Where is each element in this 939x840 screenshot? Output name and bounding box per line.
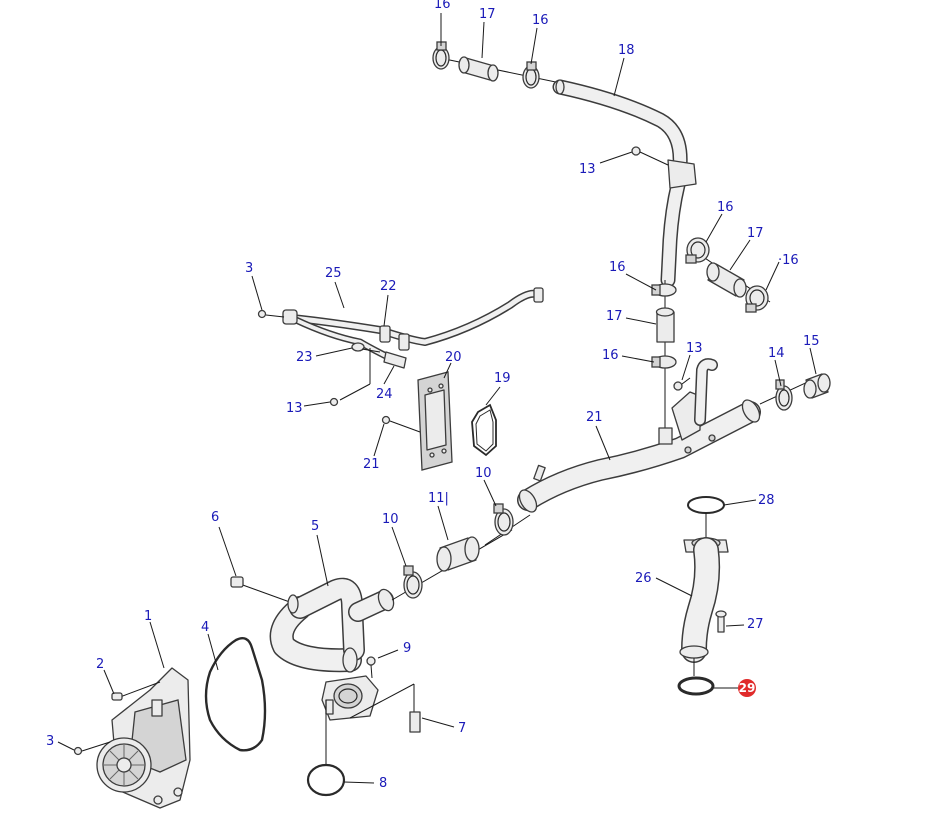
washer-23-part xyxy=(351,342,381,353)
callout-label[interactable]: 2 xyxy=(96,657,104,672)
callout-label[interactable]: 5 xyxy=(311,519,319,534)
callout-label[interactable]: 13 xyxy=(579,162,596,177)
callout-label[interactable]: 17 xyxy=(606,309,623,324)
callout-label[interactable]: 3 xyxy=(46,734,54,749)
hose-11 xyxy=(391,529,513,601)
callout-label[interactable]: 18 xyxy=(618,43,635,58)
callout-label[interactable]: 19 xyxy=(494,371,511,386)
callout-label[interactable]: 17 xyxy=(747,226,764,241)
hose-clamp-part xyxy=(403,565,423,599)
callout-label[interactable]: 22 xyxy=(380,279,397,294)
callout-label[interactable]: 1 xyxy=(144,609,152,624)
bolt-part xyxy=(715,610,727,633)
callout-label[interactable]: 28 xyxy=(758,493,775,508)
sleeve-15-part xyxy=(803,373,831,399)
right-hose-connector xyxy=(685,237,771,313)
pipe-26 xyxy=(679,496,729,676)
coolant-pipe-18 xyxy=(552,79,697,288)
callout-label[interactable]: 13 xyxy=(686,341,703,356)
highlighted-callout[interactable]: 29 xyxy=(738,679,756,697)
callout-label[interactable]: 24 xyxy=(376,387,393,402)
vertical-connector-stack xyxy=(651,280,677,435)
callout-label[interactable]: 27 xyxy=(747,617,764,632)
hose-sleeve-part xyxy=(706,262,747,298)
upper-hose-assembly xyxy=(432,41,697,288)
callout-labels: 16 17 16 18 13 16 17 ·16 16 17 16 13 14 … xyxy=(46,0,820,791)
callout-label[interactable]: 6 xyxy=(211,510,219,525)
hose-sleeve-part xyxy=(458,56,499,82)
cover-plate-20 xyxy=(417,371,453,471)
bolt-part xyxy=(366,656,376,679)
callout-label[interactable]: 21 xyxy=(586,410,603,425)
o-ring-8 xyxy=(306,763,346,797)
callout-label[interactable]: 16 xyxy=(602,348,619,363)
callout-label[interactable]: 4 xyxy=(201,620,209,635)
hose-clamp-part xyxy=(775,379,793,411)
callout-label[interactable]: 11| xyxy=(428,491,449,506)
callout-label[interactable]: 16 xyxy=(609,260,626,275)
callout-label[interactable]: 15 xyxy=(803,334,820,349)
bolt-part xyxy=(230,576,244,588)
callout-label[interactable]: 26 xyxy=(635,571,652,586)
callout-label[interactable]: 23 xyxy=(296,350,313,365)
hose-sleeve-part xyxy=(655,307,675,343)
main-coolant-pipe-12 xyxy=(484,358,831,546)
hose-clamp-part xyxy=(432,41,450,70)
hose-clamp-part xyxy=(493,503,514,536)
callout-label[interactable]: 25 xyxy=(325,266,342,281)
fitting-24-part xyxy=(329,348,407,407)
hose-clamp-part xyxy=(685,237,710,264)
callout-label[interactable]: 16 xyxy=(717,200,734,215)
bolt-part xyxy=(257,309,285,319)
leader-lines xyxy=(57,13,817,784)
callout-label[interactable]: 3 xyxy=(245,261,253,276)
water-pump-1 xyxy=(73,667,191,809)
callout-label[interactable]: 21 xyxy=(363,457,380,472)
bleed-pipe-25 xyxy=(257,287,544,407)
callout-label[interactable]: 14 xyxy=(768,346,785,361)
thermostat-housing xyxy=(321,656,421,764)
callout-label[interactable]: 10 xyxy=(475,466,492,481)
gasket-19 xyxy=(471,403,497,457)
pump-gasket-4 xyxy=(204,637,267,752)
callout-label[interactable]: 8 xyxy=(379,776,387,791)
callout-label[interactable]: 9 xyxy=(403,641,411,656)
callout-label[interactable]: 13 xyxy=(286,401,303,416)
callout-label[interactable]: 17 xyxy=(479,7,496,22)
bolt-part xyxy=(381,415,421,433)
callout-label[interactable]: 16 xyxy=(532,13,549,28)
bolt-part xyxy=(673,377,691,391)
callout-label[interactable]: 20 xyxy=(445,350,462,365)
callout-label[interactable]: 16 xyxy=(434,0,451,12)
bolt-part xyxy=(599,146,669,166)
callout-label[interactable]: 10 xyxy=(382,512,399,527)
hose-clamp-part xyxy=(522,61,540,89)
seal-29 xyxy=(677,676,715,696)
highlighted-callout-label[interactable]: 29 xyxy=(739,681,756,695)
callout-label[interactable]: ·16 xyxy=(778,253,799,268)
elbow-pipe-5 xyxy=(230,576,395,673)
callout-label[interactable]: 7 xyxy=(458,721,466,736)
hose-clamp-part xyxy=(651,355,677,369)
hose-clamp-part xyxy=(745,285,769,313)
